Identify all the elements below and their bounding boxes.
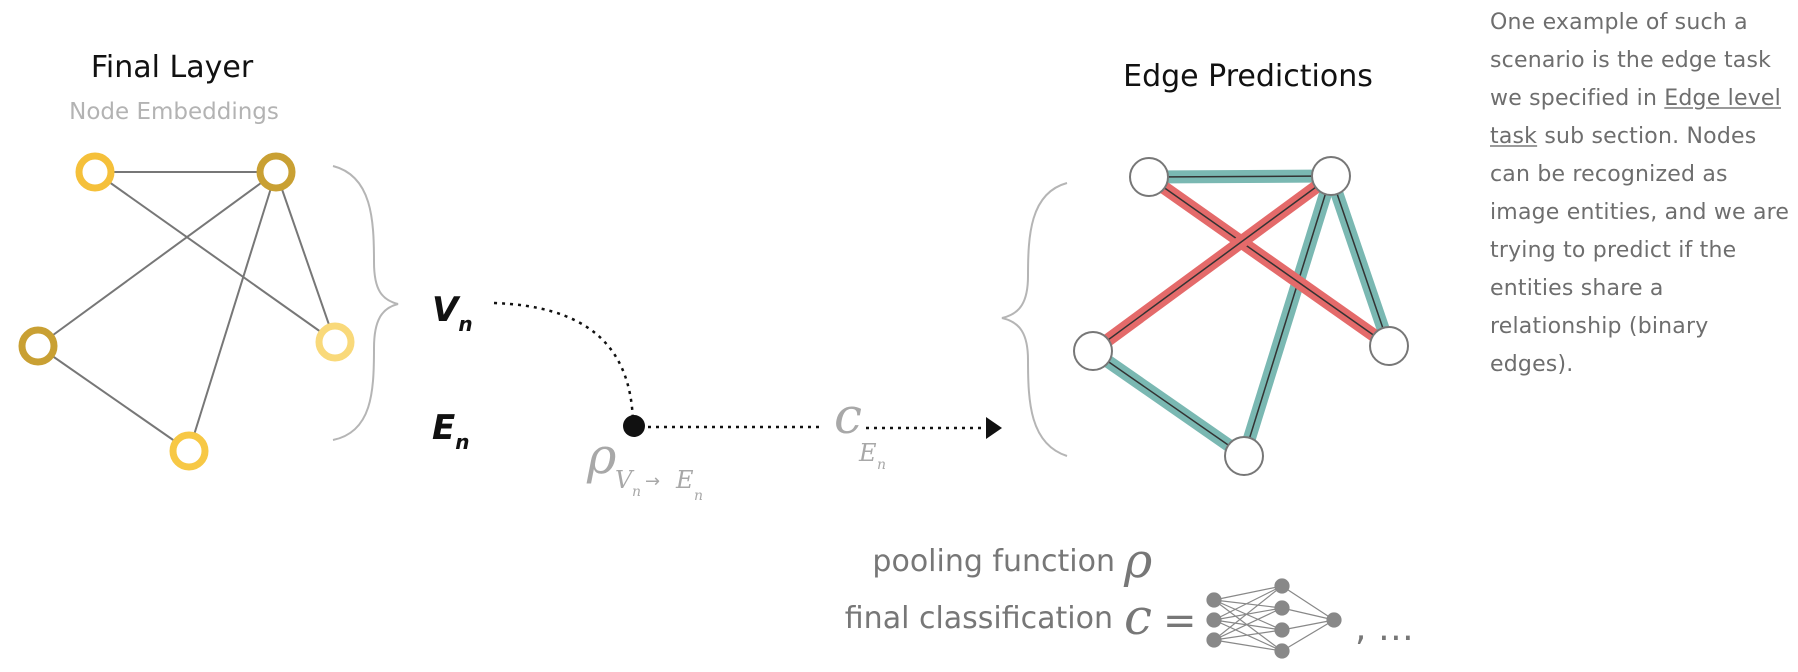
graph-edge bbox=[94, 171, 336, 343]
graph-node bbox=[169, 431, 209, 471]
svg-text:ρ: ρ bbox=[586, 427, 617, 485]
description-text: One example of such a scenario is the ed… bbox=[1490, 4, 1795, 384]
pooling-connector bbox=[493, 301, 635, 426]
description-text-part: One example of such a scenario is the ed… bbox=[1490, 10, 1772, 111]
graph-node bbox=[1311, 156, 1351, 196]
v-n-label: Vn bbox=[432, 290, 473, 336]
prediction-arrowhead bbox=[986, 417, 1002, 439]
graph-edge bbox=[37, 345, 190, 452]
svg-text:→: → bbox=[645, 471, 660, 492]
right-brace bbox=[1001, 182, 1068, 457]
svg-text:E: E bbox=[858, 439, 877, 467]
edge-prediction-graph bbox=[1073, 156, 1409, 476]
edge-level-task-link[interactable]: Edge level task bbox=[1490, 86, 1781, 149]
neural-network-icon bbox=[1206, 578, 1342, 659]
left-panel-title: Final Layer bbox=[91, 50, 254, 85]
graph-node bbox=[256, 152, 296, 192]
c-label: c E n bbox=[834, 387, 886, 473]
edge-positive bbox=[1237, 174, 1338, 458]
graph-edge bbox=[188, 171, 277, 452]
edge-negative bbox=[1089, 170, 1335, 357]
svg-text:V: V bbox=[615, 466, 635, 494]
node-embedding-graph bbox=[18, 152, 355, 471]
graph-node bbox=[1369, 326, 1409, 366]
graph-edge bbox=[275, 171, 336, 343]
svg-text:c: c bbox=[834, 387, 862, 445]
pooling-dot bbox=[623, 415, 645, 437]
edge-positive bbox=[1324, 173, 1396, 349]
right-panel-title: Edge Predictions bbox=[1123, 59, 1373, 94]
svg-text:n: n bbox=[632, 484, 641, 500]
graph-node bbox=[1129, 157, 1169, 197]
graph-node bbox=[315, 322, 355, 362]
svg-text:n: n bbox=[877, 457, 886, 473]
description-text-part: sub section. Nodes can be recognized as … bbox=[1490, 124, 1790, 377]
graph-node bbox=[1224, 436, 1264, 476]
svg-text:n: n bbox=[694, 488, 703, 504]
left-brace bbox=[332, 165, 399, 441]
pooling-function-symbol: ρ bbox=[1123, 533, 1152, 589]
graph-node bbox=[75, 152, 115, 192]
rho-label: ρ V n → E n bbox=[586, 427, 703, 504]
graph-node bbox=[1073, 331, 1113, 371]
graph-node bbox=[18, 326, 58, 366]
left-panel-subtitle: Node Embeddings bbox=[69, 99, 279, 125]
svg-text:E: E bbox=[675, 466, 694, 494]
equals-sign: = bbox=[1163, 598, 1197, 644]
edge-negative bbox=[1145, 171, 1393, 352]
graph-edge bbox=[37, 171, 277, 347]
legend-trailing: , … bbox=[1355, 608, 1414, 649]
edge-positive bbox=[1148, 169, 1332, 184]
pooling-function-label: pooling function bbox=[872, 544, 1115, 579]
final-classification-symbol: c bbox=[1124, 588, 1152, 646]
e-n-label: En bbox=[432, 408, 469, 454]
final-classification-label: final classification bbox=[845, 601, 1113, 636]
edge-positive bbox=[1089, 345, 1248, 462]
